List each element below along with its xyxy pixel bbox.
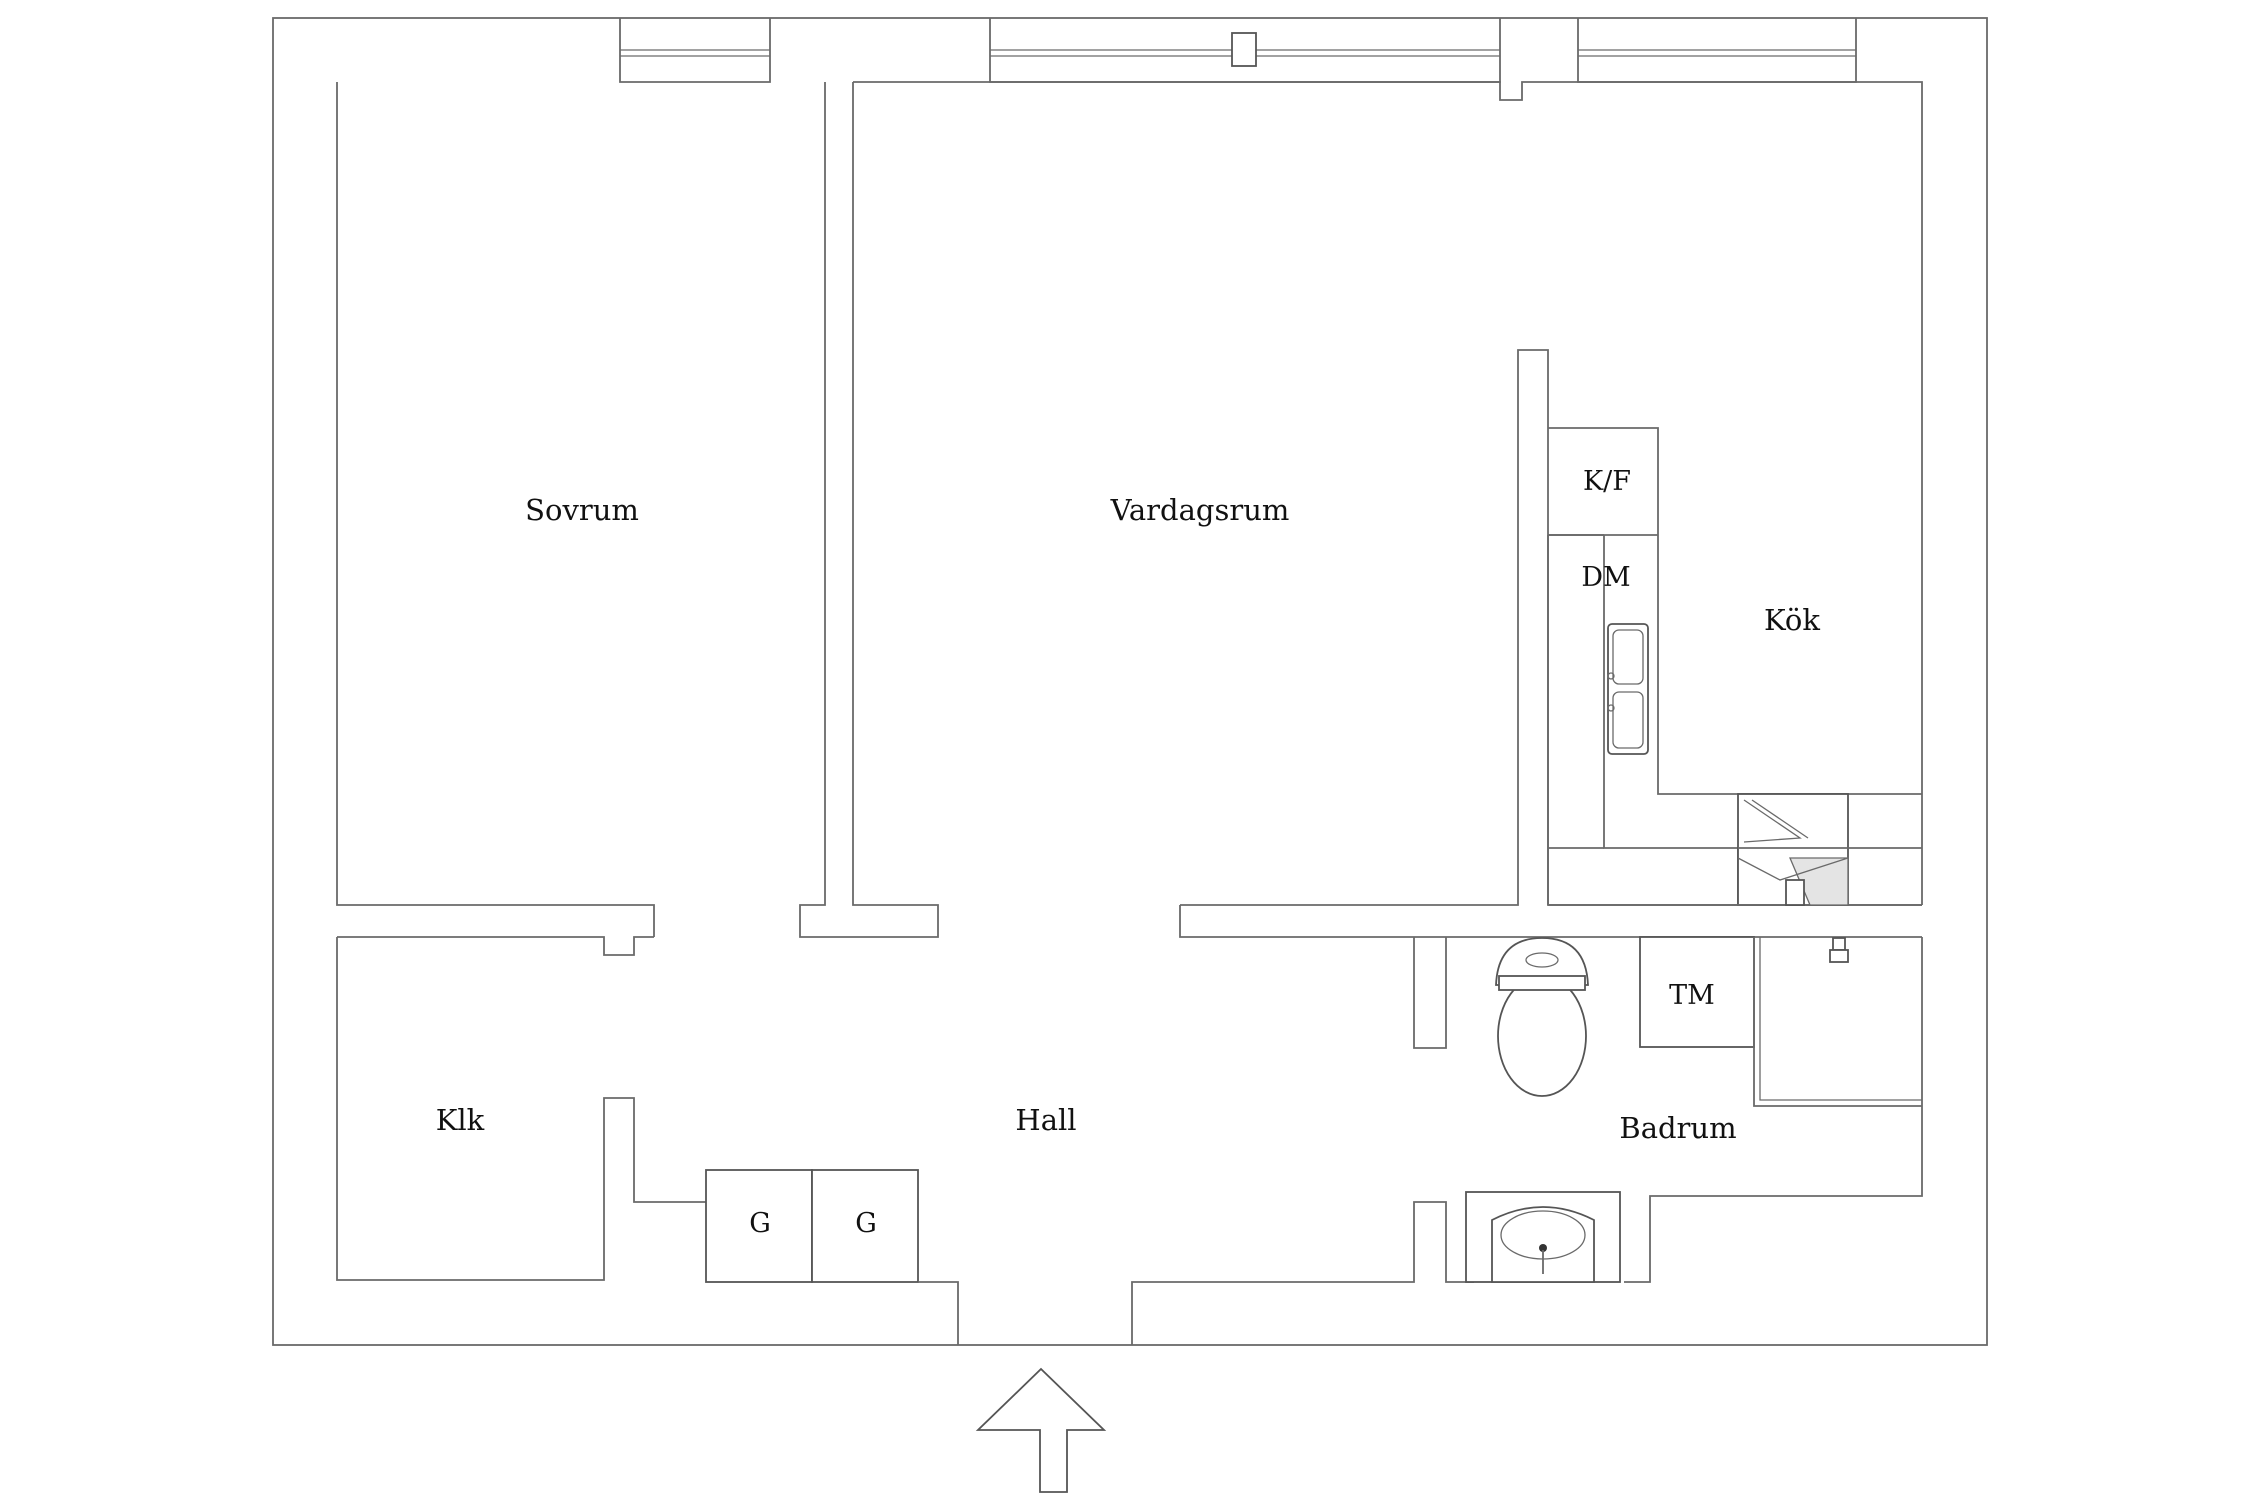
window-kok bbox=[1577, 18, 1857, 83]
klk-top-wall bbox=[337, 936, 654, 956]
fixture-label-dm: DM bbox=[1581, 562, 1630, 593]
stove-icon bbox=[1737, 799, 1849, 906]
room-label-sovrum: Sovrum bbox=[525, 493, 639, 527]
entrance-arrow-icon bbox=[975, 1367, 1107, 1493]
fixture-label-tm: TM bbox=[1669, 980, 1715, 1011]
vardagsrum-hall-wall-lower bbox=[1179, 905, 1922, 938]
outer-wall bbox=[272, 17, 1988, 1346]
room-label-badrum: Badrum bbox=[1619, 1111, 1736, 1145]
klk-wall bbox=[336, 937, 706, 1281]
window-sovrum bbox=[619, 18, 771, 83]
vardagsrum-wall bbox=[853, 81, 1923, 905]
sovrum-vardagsrum-partition bbox=[799, 82, 939, 938]
washbasin-icon bbox=[1465, 1191, 1621, 1283]
fixture-label-g2: G bbox=[855, 1208, 877, 1239]
room-label-klk: Klk bbox=[436, 1103, 485, 1137]
wardrobe-cabinets bbox=[705, 1169, 959, 1345]
washing-machine bbox=[1639, 936, 1755, 1048]
room-label-hall: Hall bbox=[1015, 1103, 1076, 1137]
sovrum-wall bbox=[336, 82, 655, 937]
toilet-icon bbox=[1495, 937, 1589, 1097]
bathroom-wall bbox=[1413, 937, 1447, 1049]
window-vardagsrum bbox=[989, 18, 1501, 83]
bathroom-wall-right bbox=[1624, 937, 1923, 1283]
kitchen-counter bbox=[1547, 427, 1922, 906]
kitchen-sink-icon bbox=[1607, 623, 1649, 755]
shower-area bbox=[1753, 937, 1922, 1107]
fixture-label-g1: G bbox=[749, 1208, 771, 1239]
room-label-vardagsrum: Vardagsrum bbox=[1110, 493, 1290, 527]
fixture-label-kf: K/F bbox=[1583, 466, 1631, 497]
room-label-kok: Kök bbox=[1764, 603, 1820, 637]
entrance-opening bbox=[1131, 1201, 1474, 1345]
